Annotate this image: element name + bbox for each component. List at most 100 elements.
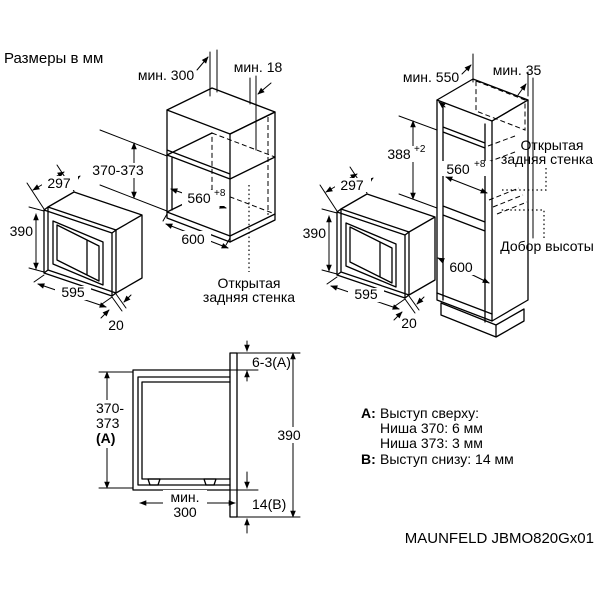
section-door-panel	[229, 352, 238, 518]
cab-wall-niche-width-label: 560	[187, 190, 211, 206]
mw-left-height-ext	[28, 206, 45, 273]
cab-wall-interior	[166, 132, 276, 237]
cab-col-niche-width-label: 560	[446, 161, 470, 177]
section-niche-height-label-2: 373	[96, 415, 120, 431]
section-min-depth-label-1: мин.	[170, 489, 199, 505]
cab-col-depth-label: 600	[449, 259, 473, 275]
cab-col-filler-dashed	[488, 187, 528, 215]
label-bg	[177, 231, 211, 247]
cab-wall-open-back-dashed	[211, 117, 276, 215]
mw-left-width-label: 595	[61, 284, 85, 300]
mw-right-body	[340, 193, 436, 296]
section-niche-height-label-3: (A)	[96, 430, 115, 446]
label-bg	[163, 490, 207, 519]
section-min-depth-label-2: 300	[173, 504, 197, 520]
mw-right-window	[345, 222, 397, 288]
mw-left-body	[47, 191, 143, 294]
cab-col-open-back-dashed	[475, 80, 526, 163]
cab-wall-back-gap-arrow	[257, 82, 272, 95]
mw-left-gap-arrow2	[123, 294, 132, 303]
cab-wall-width-label: 600	[181, 231, 205, 247]
section-ext-lines	[98, 352, 301, 518]
label-bg	[274, 427, 304, 443]
cab-col-niche-width-dim	[445, 176, 488, 194]
cab-col-open-back-caption-2: задняя стенка	[501, 151, 593, 167]
label-bg	[444, 260, 478, 275]
mw-left-gap-ext	[111, 293, 127, 312]
mw-right-gap-arrow2	[416, 296, 425, 305]
label-bg	[55, 286, 91, 300]
cross-section-drawing: 370- 373 (A) 390 6-3(A) 14(B) мин. 300	[94, 340, 304, 534]
mw-right-gap-label: 20	[401, 315, 417, 331]
mw-left-height-label: 390	[10, 223, 34, 239]
cab-col-niche-height-ext	[398, 115, 438, 209]
mw-left-window	[52, 220, 104, 286]
notes-block: A: Выступ сверху: Ниша 370: 6 мм Ниша 37…	[361, 405, 514, 467]
label-bg	[348, 288, 384, 302]
mw-right-door	[336, 208, 410, 299]
cab-col-open-back-leader	[502, 168, 547, 191]
cab-wall-open-back-caption-2: задняя стенка	[203, 289, 295, 305]
cab-col-min-depth-arrow1	[461, 64, 472, 75]
cab-col-right-face	[491, 99, 529, 322]
label-bg	[441, 161, 491, 176]
cab-wall-back-gap-label: мин. 18	[234, 59, 283, 75]
cab-col-niche-height-tol: +2	[414, 144, 426, 155]
column-cabinet-drawing: мин. 550 мин. 35 388 +2 560 +8 600 Откры…	[383, 53, 594, 338]
cab-wall-top-face	[166, 87, 276, 135]
section-bottom-protrusion-label: 14(B)	[252, 496, 286, 512]
cab-col-niche-height-label: 388	[387, 146, 411, 162]
note-b-key: B:	[361, 451, 376, 467]
label-bg	[383, 146, 427, 162]
section-cabinet	[132, 369, 231, 491]
microwave-right-drawing: 390 297 595 20	[303, 166, 436, 331]
model-number: MAUNFELD JBMO820Gx01	[405, 530, 594, 547]
cab-col-plinth	[436, 292, 525, 338]
cab-col-niche-width-tol: +8	[474, 159, 486, 170]
mw-left-depth-label: 297	[47, 175, 71, 191]
wall-cabinet-drawing: мин. 300 мин. 18 370-373 560 +8 600 Откр…	[92, 49, 295, 305]
cab-col-back-gap-label: мин. 35	[493, 62, 542, 78]
section-microwave-body	[141, 381, 231, 480]
note-a-title: Выступ сверху:	[380, 405, 479, 421]
mw-right-gap-arrow1	[393, 311, 403, 321]
label-bg	[182, 190, 228, 206]
cab-col-filler-caption: Добор высоты	[500, 238, 594, 254]
cab-col-back-gap-arrow	[517, 83, 527, 96]
mw-left-door	[43, 206, 117, 297]
section-height-label: 390	[277, 427, 301, 443]
label-bg	[94, 400, 132, 448]
cab-col-front	[436, 99, 493, 322]
mw-right-height-ext	[321, 208, 338, 275]
cab-col-interior	[442, 103, 486, 323]
page-title: Размеры в мм	[4, 50, 103, 67]
section-feet	[147, 478, 217, 486]
note-b-text: Выступ снизу: 14 мм	[380, 451, 514, 467]
cab-col-wall-line	[527, 71, 534, 239]
cab-wall-min-depth-arrow	[196, 56, 209, 71]
mw-right-depth-label: 297	[340, 177, 364, 193]
cab-col-open-back-caption-1: Открытая	[521, 137, 584, 153]
cab-col-top-face	[436, 78, 529, 122]
section-top-protrusion-label: 6-3(A)	[252, 354, 291, 370]
note-a-item1: Ниша 370: 6 мм	[380, 420, 483, 436]
mw-right-width-label: 595	[354, 286, 378, 302]
note-a-key: A:	[361, 405, 376, 421]
cab-col-min-depth-label: мин. 550	[403, 69, 460, 85]
cab-wall-niche-width-tol: +8	[214, 188, 226, 199]
cab-wall-back-gap-ext	[249, 75, 257, 151]
label-bg	[42, 176, 78, 190]
note-a-item2: Ниша 373: 3 мм	[380, 435, 483, 451]
section-niche-height-label-1: 370-	[96, 400, 124, 416]
cab-col-filler-leader	[500, 209, 545, 238]
label-bg	[93, 163, 143, 178]
label-bg	[335, 178, 371, 192]
cab-wall-min-depth-ext	[209, 49, 218, 97]
cab-wall-niche-height-label: 370-373	[92, 162, 144, 178]
mw-left-gap-label: 20	[108, 317, 124, 333]
cab-wall-min-depth-label: мин. 300	[138, 67, 195, 83]
mw-left-gap-arrow1	[100, 309, 110, 319]
cab-wall-open-back-caption-1: Открытая	[218, 275, 281, 291]
